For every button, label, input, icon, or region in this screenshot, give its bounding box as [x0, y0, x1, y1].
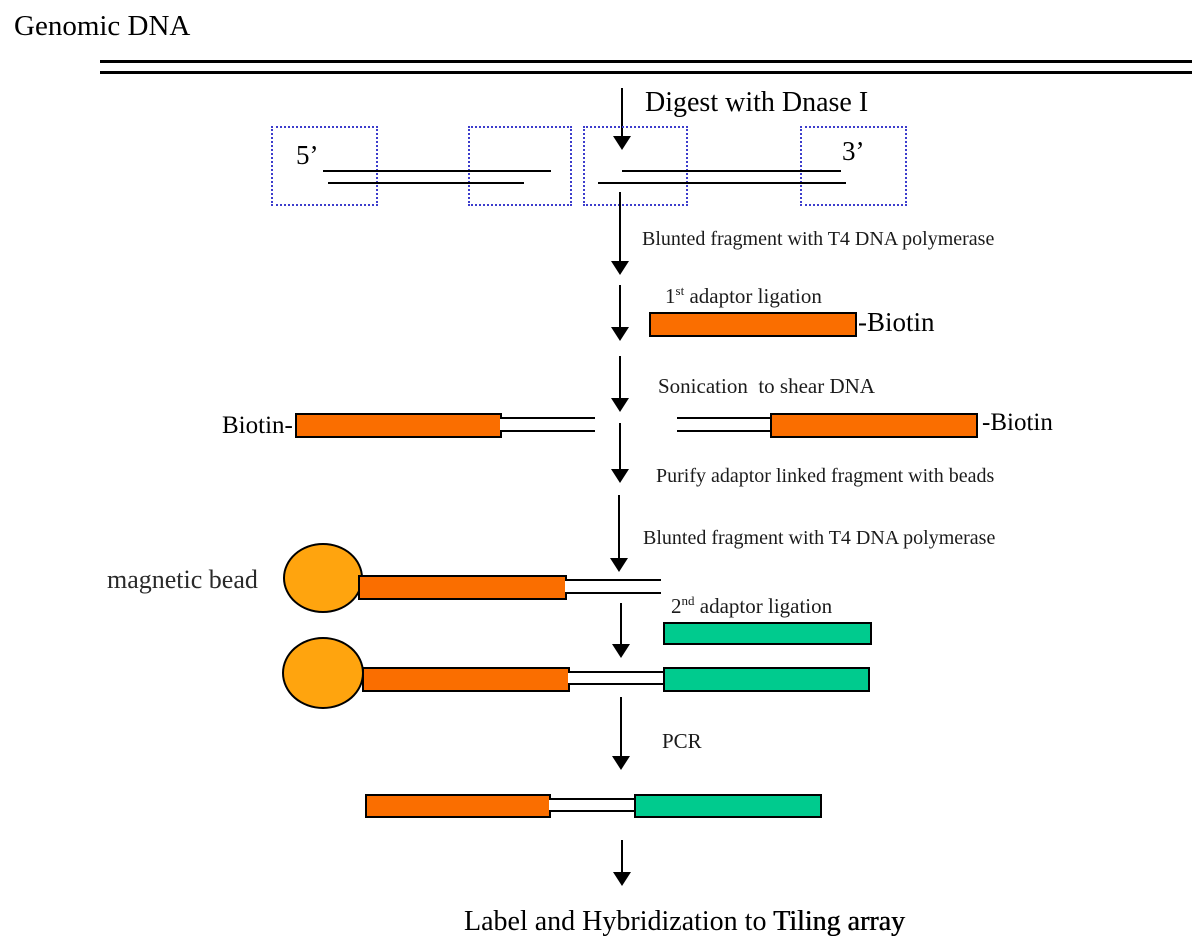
flow-arrow-adaptor1	[611, 285, 629, 341]
three-prime-label: 3’	[842, 136, 865, 166]
flow-arrow-digest	[613, 88, 631, 150]
five-prime-label: 5’	[296, 140, 319, 170]
arrow-head-icon	[612, 756, 630, 770]
adaptor2-step-sup: nd	[681, 593, 695, 608]
arrow-head-icon	[611, 327, 629, 341]
arrow-shaft	[619, 192, 621, 263]
flow-arrow-blunt1	[611, 192, 629, 275]
digest-step-label: Digest with Dnase I	[645, 87, 869, 118]
final-adaptor1-bar	[365, 794, 551, 818]
sheared-right-adaptor-bar	[770, 413, 978, 438]
blunt2-step-label: Blunted fragment with T4 DNA polymerase	[643, 527, 996, 549]
final-step-part2: Tiling array	[772, 906, 905, 937]
biotin-left-label: Biotin-	[222, 412, 293, 439]
flow-arrow-label-hybridization	[613, 840, 631, 886]
arrow-shaft	[619, 356, 621, 400]
arrow-shaft	[619, 423, 621, 471]
genomic-dna-strand-bottom	[100, 71, 1192, 74]
fragment-region-box-3	[583, 126, 688, 206]
final-step-label: Label and Hybridization to Tiling array	[464, 906, 905, 938]
fragment-region-box-2	[468, 126, 572, 206]
fragment-region-box-1	[271, 126, 378, 206]
sonication-step-label: Sonication to shear DNA	[658, 374, 875, 398]
flow-arrow-pcr	[612, 697, 630, 770]
flow-arrow-adaptor2	[612, 603, 630, 658]
arrow-shaft	[620, 603, 622, 646]
bead2-adaptor2-bar	[663, 667, 870, 692]
fragment1-bottom-strand	[328, 182, 524, 184]
magnetic-bead-label: magnetic bead	[107, 565, 258, 594]
bead1-adaptor-bar	[358, 575, 567, 600]
bead2-adaptor1-bar	[362, 667, 570, 692]
arrow-shaft	[618, 495, 620, 560]
adaptor1-bar	[649, 312, 857, 337]
arrow-head-icon	[610, 558, 628, 572]
sheared-left-adaptor-bar	[295, 413, 502, 438]
magnetic-bead-1	[283, 543, 363, 613]
blunt1-step-label: Blunted fragment with T4 DNA polymerase	[642, 228, 995, 250]
arrow-head-icon	[611, 469, 629, 483]
purify-step-label: Purify adaptor linked fragment with bead…	[656, 465, 995, 487]
adaptor2-step-label: 2nd adaptor ligation	[671, 593, 833, 618]
adaptor1-step-rest: adaptor ligation	[684, 284, 822, 308]
arrow-head-icon	[611, 398, 629, 412]
adaptor2-step-rest: adaptor ligation	[694, 594, 833, 618]
flow-arrow-sonication	[611, 356, 629, 412]
magnetic-bead-2	[282, 637, 364, 709]
adaptor1-step-sup: st	[675, 283, 685, 298]
arrow-shaft	[620, 697, 622, 758]
arrow-shaft	[621, 88, 623, 138]
bead2-dna-rod	[568, 671, 663, 685]
fragment-region-box-4	[800, 126, 907, 206]
flow-arrow-purify	[611, 423, 629, 483]
flow-arrow-blunt2	[610, 495, 628, 572]
adaptor1-step-label: 1st adaptor ligation	[665, 283, 822, 308]
bead1-dna-rod	[565, 579, 661, 594]
adaptor1-step-num: 1	[665, 284, 676, 308]
fragment2-bottom-strand	[598, 182, 846, 184]
arrow-shaft	[619, 285, 621, 329]
sheared-right-biotin-label: -Biotin	[982, 409, 1053, 436]
fragment2-top-strand	[622, 170, 841, 172]
final-dna-rod	[549, 798, 636, 812]
adaptor2-step-num: 2	[671, 594, 682, 618]
arrow-head-icon	[613, 872, 631, 886]
genomic-dna-label: Genomic DNA	[14, 10, 191, 42]
final-adaptor2-bar	[634, 794, 822, 818]
arrow-head-icon	[613, 136, 631, 150]
fragment1-top-strand	[323, 170, 551, 172]
genomic-dna-strand-top	[100, 60, 1192, 63]
sheared-left-dna-rod	[500, 417, 595, 432]
adaptor2-bar	[663, 622, 872, 645]
adaptor1-biotin-label: -Biotin	[858, 307, 935, 337]
pcr-step-label: PCR	[662, 729, 702, 753]
arrow-shaft	[621, 840, 623, 874]
final-step-part1: Label and Hybridization to	[464, 906, 773, 937]
arrow-head-icon	[612, 644, 630, 658]
sheared-right-dna-rod	[677, 417, 772, 432]
arrow-head-icon	[611, 261, 629, 275]
